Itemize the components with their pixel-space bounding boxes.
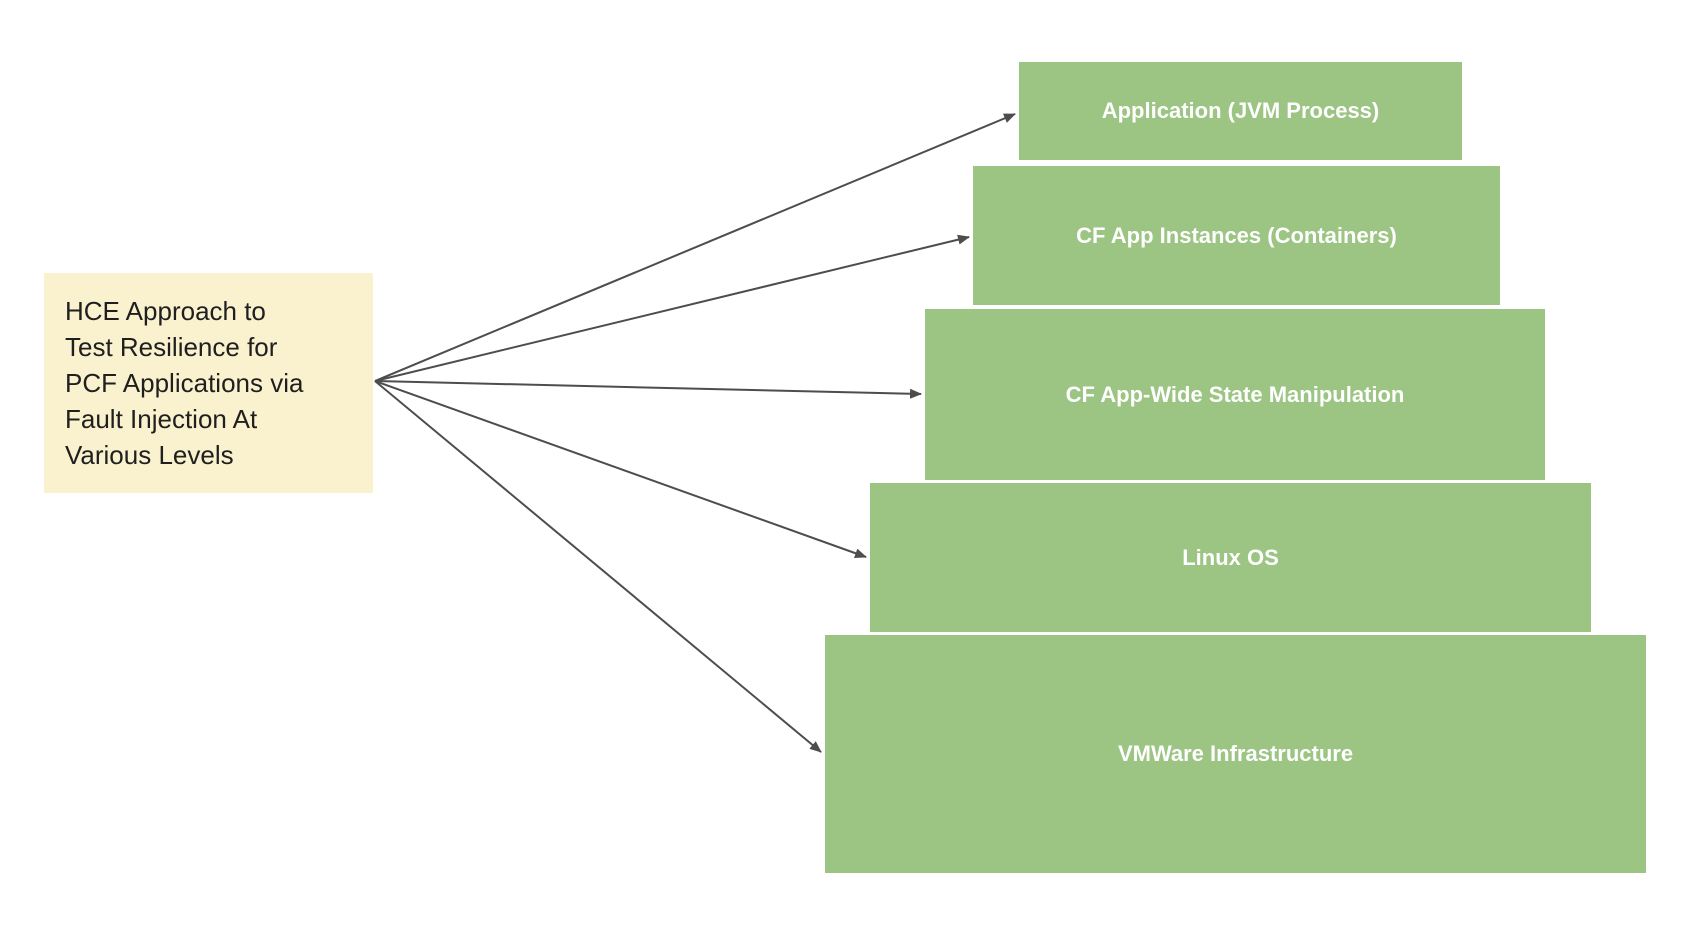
arrow-to-vmware-infrastructure — [374, 380, 822, 753]
level-box-linux-os: Linux OS — [870, 483, 1591, 632]
level-box-cf-app-instances: CF App Instances (Containers) — [973, 166, 1500, 305]
level-label-cf-app-instances: CF App Instances (Containers) — [1076, 222, 1397, 248]
source-note-box: HCE Approach to Test Resilience for PCF … — [44, 273, 373, 493]
level-label-vmware-infrastructure: VMWare Infrastructure — [1117, 741, 1354, 766]
arrow-to-cf-app-wide-state — [374, 380, 922, 399]
source-note-text: HCE Approach to Test Resilience for PCF … — [65, 296, 304, 470]
level-box-vmware-infrastructure: VMWare Infrastructure — [825, 635, 1646, 873]
level-label-cf-app-wide-state: CF App-Wide State Manipulation — [1065, 381, 1405, 407]
level-box-application: Application (JVM Process) — [1019, 62, 1462, 160]
level-box-cf-app-wide-state: CF App-Wide State Manipulation — [925, 309, 1545, 480]
level-label-linux-os: Linux OS — [1182, 544, 1279, 570]
arrow-to-application — [374, 113, 1016, 382]
arrow-to-linux-os — [374, 380, 867, 558]
arrow-to-cf-app-instances — [374, 234, 970, 382]
level-label-application: Application (JVM Process) — [1101, 98, 1380, 123]
